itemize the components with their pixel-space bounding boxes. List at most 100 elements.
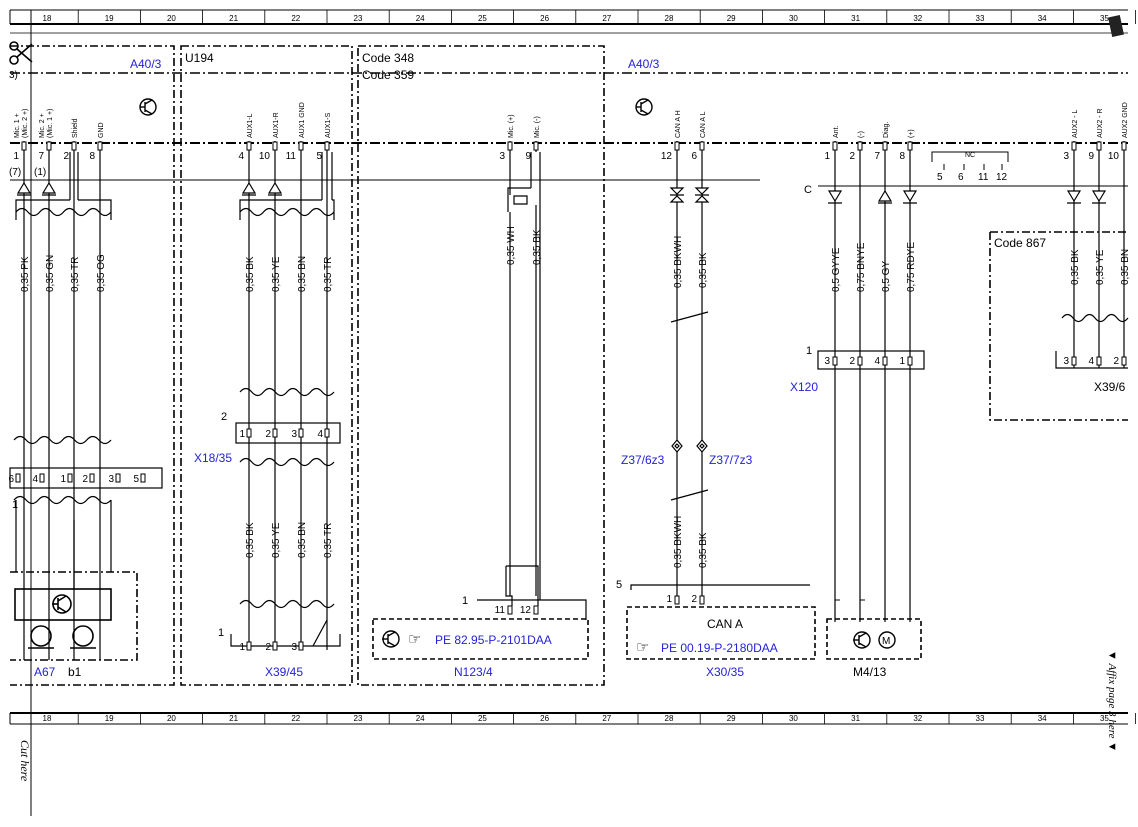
m413-wire-label: 0,5 GYYE xyxy=(831,247,842,292)
grid-column-label: 20 xyxy=(167,14,176,23)
grid-column-label: 30 xyxy=(789,714,798,723)
a67-components xyxy=(14,588,112,649)
x120-pin xyxy=(857,356,863,366)
x39-45-number: 1 xyxy=(218,627,224,639)
transistor-icon-a40-right xyxy=(635,98,653,116)
can-top-wire-label: 0,35 BKWH xyxy=(673,236,684,288)
x39-6-pin-number: 4 xyxy=(1088,356,1094,367)
grid-column-label: 33 xyxy=(976,714,985,723)
grid-column-label: 18 xyxy=(43,714,52,723)
nc-pin-number: 5 xyxy=(937,172,943,183)
code867-label: Code 867 xyxy=(994,236,1046,250)
u194-harness-wave-3 xyxy=(239,457,335,467)
grid-column-label: 28 xyxy=(665,714,674,723)
u194-bottom-wire-label: 0,35 BN xyxy=(297,522,308,558)
grid-column-label: 27 xyxy=(602,714,611,723)
grid-column-label: 35 xyxy=(1100,14,1109,23)
aux2-r-output-icon xyxy=(1091,190,1107,204)
n123-wire-label: 0,35 WH xyxy=(506,226,517,265)
x18-pin-number: 4 xyxy=(317,429,323,440)
nc-pin-number: 6 xyxy=(958,172,964,183)
can-pin-contact xyxy=(674,141,680,151)
grid-column-label: 32 xyxy=(913,14,922,23)
aux2-wire-label: 0,35 BK xyxy=(1070,249,1081,285)
can-bottom-wire-label: 0,35 BK xyxy=(698,532,709,568)
can-pin-name: CAN A L xyxy=(700,111,707,138)
nc-bracket xyxy=(931,151,1009,170)
m413-wire-label: 0,75 BNYE xyxy=(856,242,867,292)
n123-reference-link: PE 82.95-P-2101DAA xyxy=(435,633,552,647)
grid-column-label: 32 xyxy=(913,714,922,723)
a40-mic-pin-contact xyxy=(71,141,77,151)
u194-aux-pin-number: 4 xyxy=(238,151,244,162)
x18-pin xyxy=(272,428,278,438)
aux2-pin-number: 10 xyxy=(1108,151,1120,162)
x120-pin-number: 4 xyxy=(874,356,880,367)
aux2-wire-label: 0,35 BN xyxy=(1120,249,1131,285)
z37-6z3-label: Z37/6z3 xyxy=(621,453,665,467)
grid-column-label: 19 xyxy=(105,714,114,723)
u194-aux-pin-name: AUX1-R xyxy=(273,112,280,138)
left-paren-1: (1) xyxy=(34,167,46,178)
a40-mic-wire-label: 0,35 GN xyxy=(45,255,56,292)
grid-frame xyxy=(9,9,1128,725)
m413-pin-name: (-) xyxy=(858,131,865,138)
m413-diag-input-icon xyxy=(877,189,893,204)
z37-7z3-splice-icon xyxy=(696,439,708,453)
grid-column-label: 35 xyxy=(1100,714,1109,723)
n123-wire-label: 0,35 BK xyxy=(532,229,543,265)
n123-bottom-shield xyxy=(505,565,539,606)
cut-here-text: Cut here xyxy=(18,740,32,782)
x18-35-connector xyxy=(235,422,341,444)
x120-connector xyxy=(817,350,925,370)
component-boxes xyxy=(10,45,1128,686)
u194-aux-pin-number: 10 xyxy=(259,151,271,162)
u194-aux-pin-name: AUX1-S xyxy=(325,112,332,138)
u194-aux-pin-number: 5 xyxy=(316,151,322,162)
u194-harness-wave-1 xyxy=(239,207,335,217)
can-l-bidirectional-icon xyxy=(694,187,710,203)
u194-aux-pin-contact xyxy=(324,141,330,151)
n123-pin-number: 12 xyxy=(520,605,532,616)
u194-top-wire-label: 0,35 BK xyxy=(245,256,256,292)
grid-column-label: 26 xyxy=(540,14,549,23)
n123-pin xyxy=(533,605,539,615)
x18-pin xyxy=(324,428,330,438)
m413-plus-output-icon xyxy=(902,190,918,204)
a40-harness-wave-low xyxy=(13,495,112,505)
grid-column-label: 29 xyxy=(727,714,736,723)
x30-35-connector xyxy=(630,584,810,590)
a40-mic-pin-name: Mic. 2 + xyxy=(39,113,46,138)
a40-mic-pin-contact xyxy=(46,141,52,151)
transistor-icon-a40-left xyxy=(139,98,157,116)
a40-mic-pin-name: Mic. 1 + xyxy=(14,113,21,138)
m413-wire-label: 0,5 GY xyxy=(881,261,892,292)
grid-column-label: 21 xyxy=(229,714,238,723)
grid-column-label: 33 xyxy=(976,14,985,23)
u194-bottom-wire-label: 0,35 YE xyxy=(271,522,282,558)
x39-6-pin xyxy=(1121,356,1127,366)
u194-harness-wave-4 xyxy=(239,599,335,609)
x39-45-pin xyxy=(246,641,252,651)
n123-mic-pin-number: 3 xyxy=(499,151,505,162)
u194-aux-pin-name: AUX1-L xyxy=(247,113,254,138)
left-strip-pin-number: 3 xyxy=(108,474,114,485)
x18-pin-number: 2 xyxy=(265,429,271,440)
left-strip-pin-number: 5 xyxy=(133,474,139,485)
m413-pin-number: 1 xyxy=(824,151,830,162)
m4-13-label: M4/13 xyxy=(853,665,887,679)
affix-page-text: ▼ Affix page 3 here ▼ xyxy=(1106,650,1118,752)
pointer-hand-icon-2: ☞ xyxy=(636,639,649,656)
x120-pin xyxy=(907,356,913,366)
x18-pin-number: 1 xyxy=(239,429,245,440)
a40-mic-pin-number: 7 xyxy=(38,151,44,162)
a40-mic-wire-label: 0,35 TR xyxy=(70,257,81,292)
grid-column-label: 24 xyxy=(416,714,425,723)
grid-column-label: 23 xyxy=(354,14,363,23)
can-pin-number: 6 xyxy=(691,151,697,162)
grid-column-label: 34 xyxy=(1038,714,1047,723)
left-strip-number: 1 xyxy=(12,499,18,511)
grid-column-label: 29 xyxy=(727,14,736,23)
left-strip-pin-number: 1 xyxy=(60,474,66,485)
